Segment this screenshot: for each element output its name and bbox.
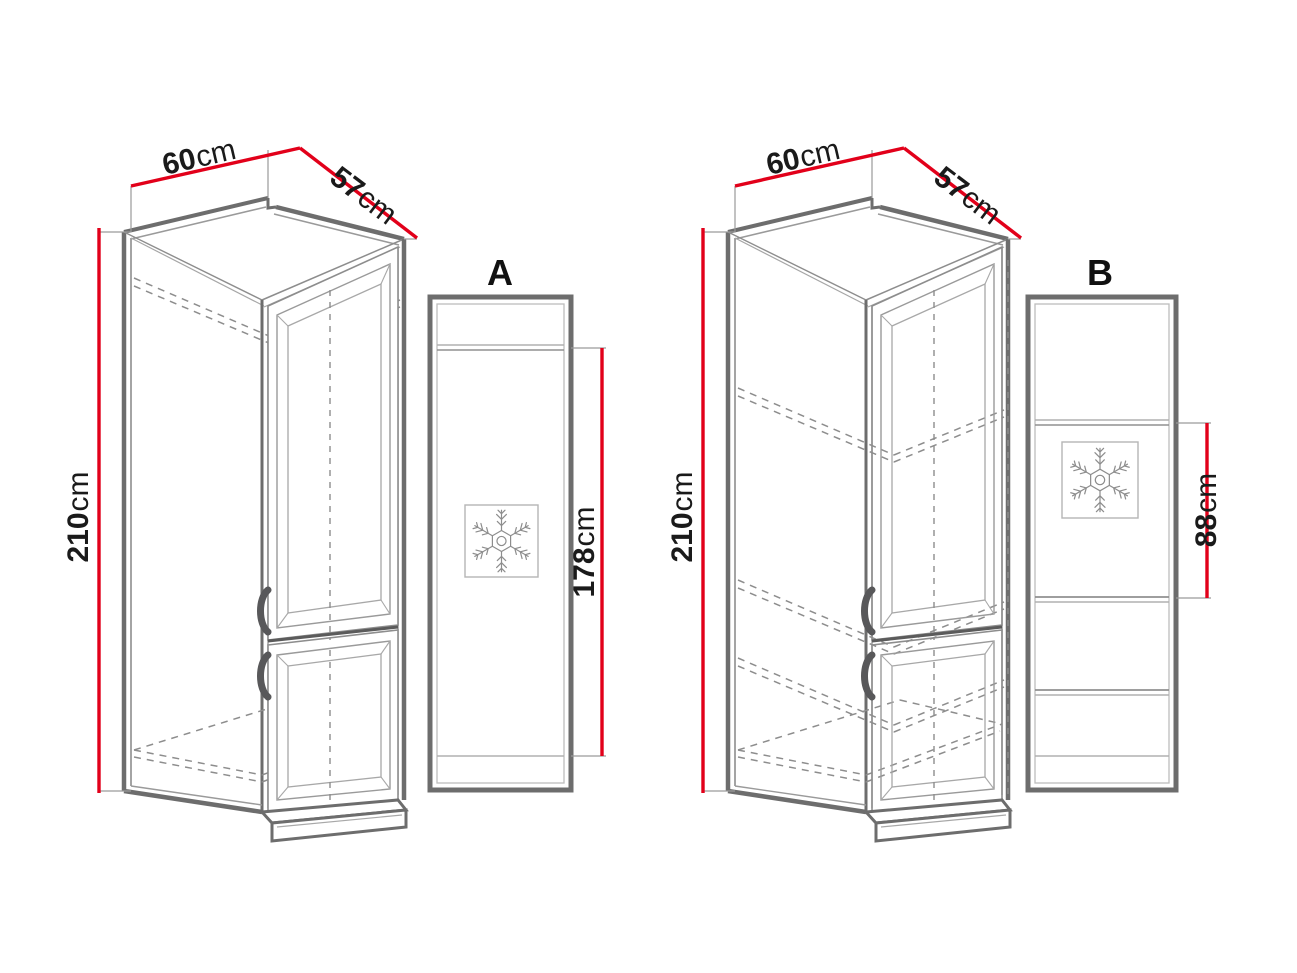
hidden-center-line [933, 260, 1009, 800]
dim-label-left-height: 210cm [62, 471, 95, 562]
dim-label-panel-b: 88cm [1190, 473, 1223, 547]
dim-label-panel-a: 178cm [568, 506, 601, 597]
dim-line-depth-57 [902, 146, 1023, 240]
panel-a-inner-frame [436, 303, 565, 784]
cabinet-left-plinth [258, 798, 409, 843]
cabinet-right-shelves [737, 387, 1005, 783]
dim-line-width-60 [734, 146, 905, 188]
cabinet-left-upper-door[interactable] [261, 245, 399, 641]
cabinet-right-lower-door[interactable] [865, 629, 1003, 813]
panel-b-label: B [1087, 252, 1113, 293]
panel-a-label: A [487, 252, 513, 293]
cabinet-right-plinth [862, 798, 1013, 843]
cabinet-right-upper-door[interactable] [865, 245, 1003, 641]
panel-b-frame [1025, 294, 1179, 793]
cabinet-right [725, 196, 1013, 843]
dim-label-right-width: 60cm [763, 133, 843, 182]
dim-line-width-60 [130, 146, 301, 188]
appliance-panel-a: A 178cm [427, 252, 606, 793]
dim-label-left-width: 60cm [159, 133, 239, 182]
cabinet-left-lower-door[interactable] [261, 629, 399, 813]
dim-line-depth-57 [298, 146, 419, 240]
dim-label-right-height: 210cm [666, 471, 699, 562]
cabinet-left [121, 196, 409, 843]
panel-b-inner-frame [1034, 303, 1170, 784]
appliance-panel-b: B 88cm [1025, 252, 1223, 793]
